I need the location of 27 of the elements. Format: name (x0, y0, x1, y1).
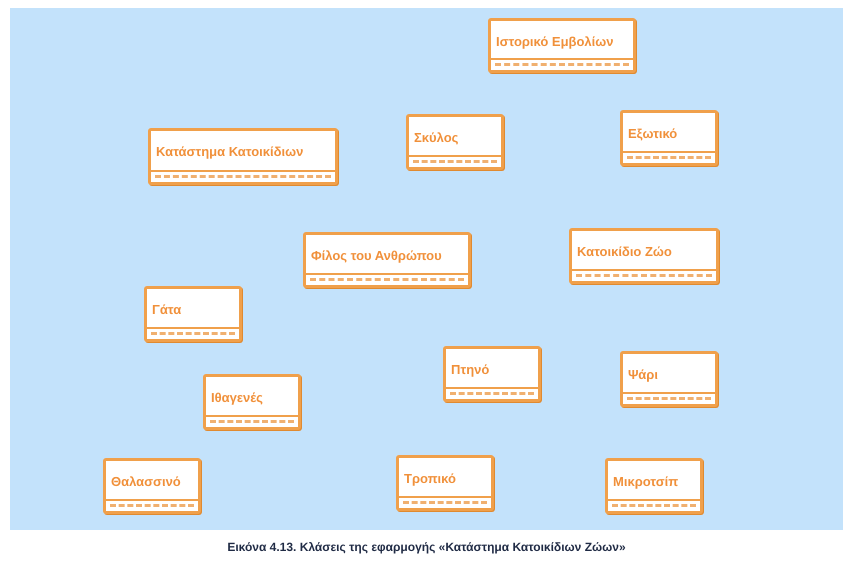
class-box (144, 286, 242, 342)
class-box (303, 232, 471, 288)
class-name: Ιθαγενές (211, 390, 263, 405)
class-name: Γάτα (152, 302, 182, 317)
class-box (103, 458, 201, 514)
class-name: Κατοικίδιο Ζώο (577, 244, 672, 259)
class-box (148, 128, 338, 185)
class-name: Τροπικό (404, 471, 456, 486)
class-box (443, 346, 541, 402)
class-box (396, 455, 494, 511)
class-name: Ιστορικό Εμβολίων (496, 34, 614, 49)
class-box (620, 110, 718, 166)
caption: Εικόνα 4.13. Κλάσεις της εφαρμογής «Κατάστημα Κατοικίδιων Ζώων» (226, 540, 627, 554)
class-name: Μικροτσίπ (613, 474, 678, 489)
class-name: Σκύλος (414, 130, 458, 145)
class-name: Πτηνό (451, 362, 490, 377)
class-box (488, 18, 636, 73)
class-name: Φίλος του Ανθρώπου (311, 248, 442, 263)
class-name: Εξωτικό (628, 126, 678, 141)
class-name: Θαλασσινό (111, 474, 181, 489)
class-name: Ψάρι (628, 367, 658, 382)
class-box (605, 458, 703, 514)
class-box (569, 228, 719, 284)
class-box (620, 351, 718, 407)
class-name: Κατάστημα Κατοικίδιων (156, 144, 304, 159)
class-box (406, 114, 504, 170)
class-box (203, 374, 301, 430)
